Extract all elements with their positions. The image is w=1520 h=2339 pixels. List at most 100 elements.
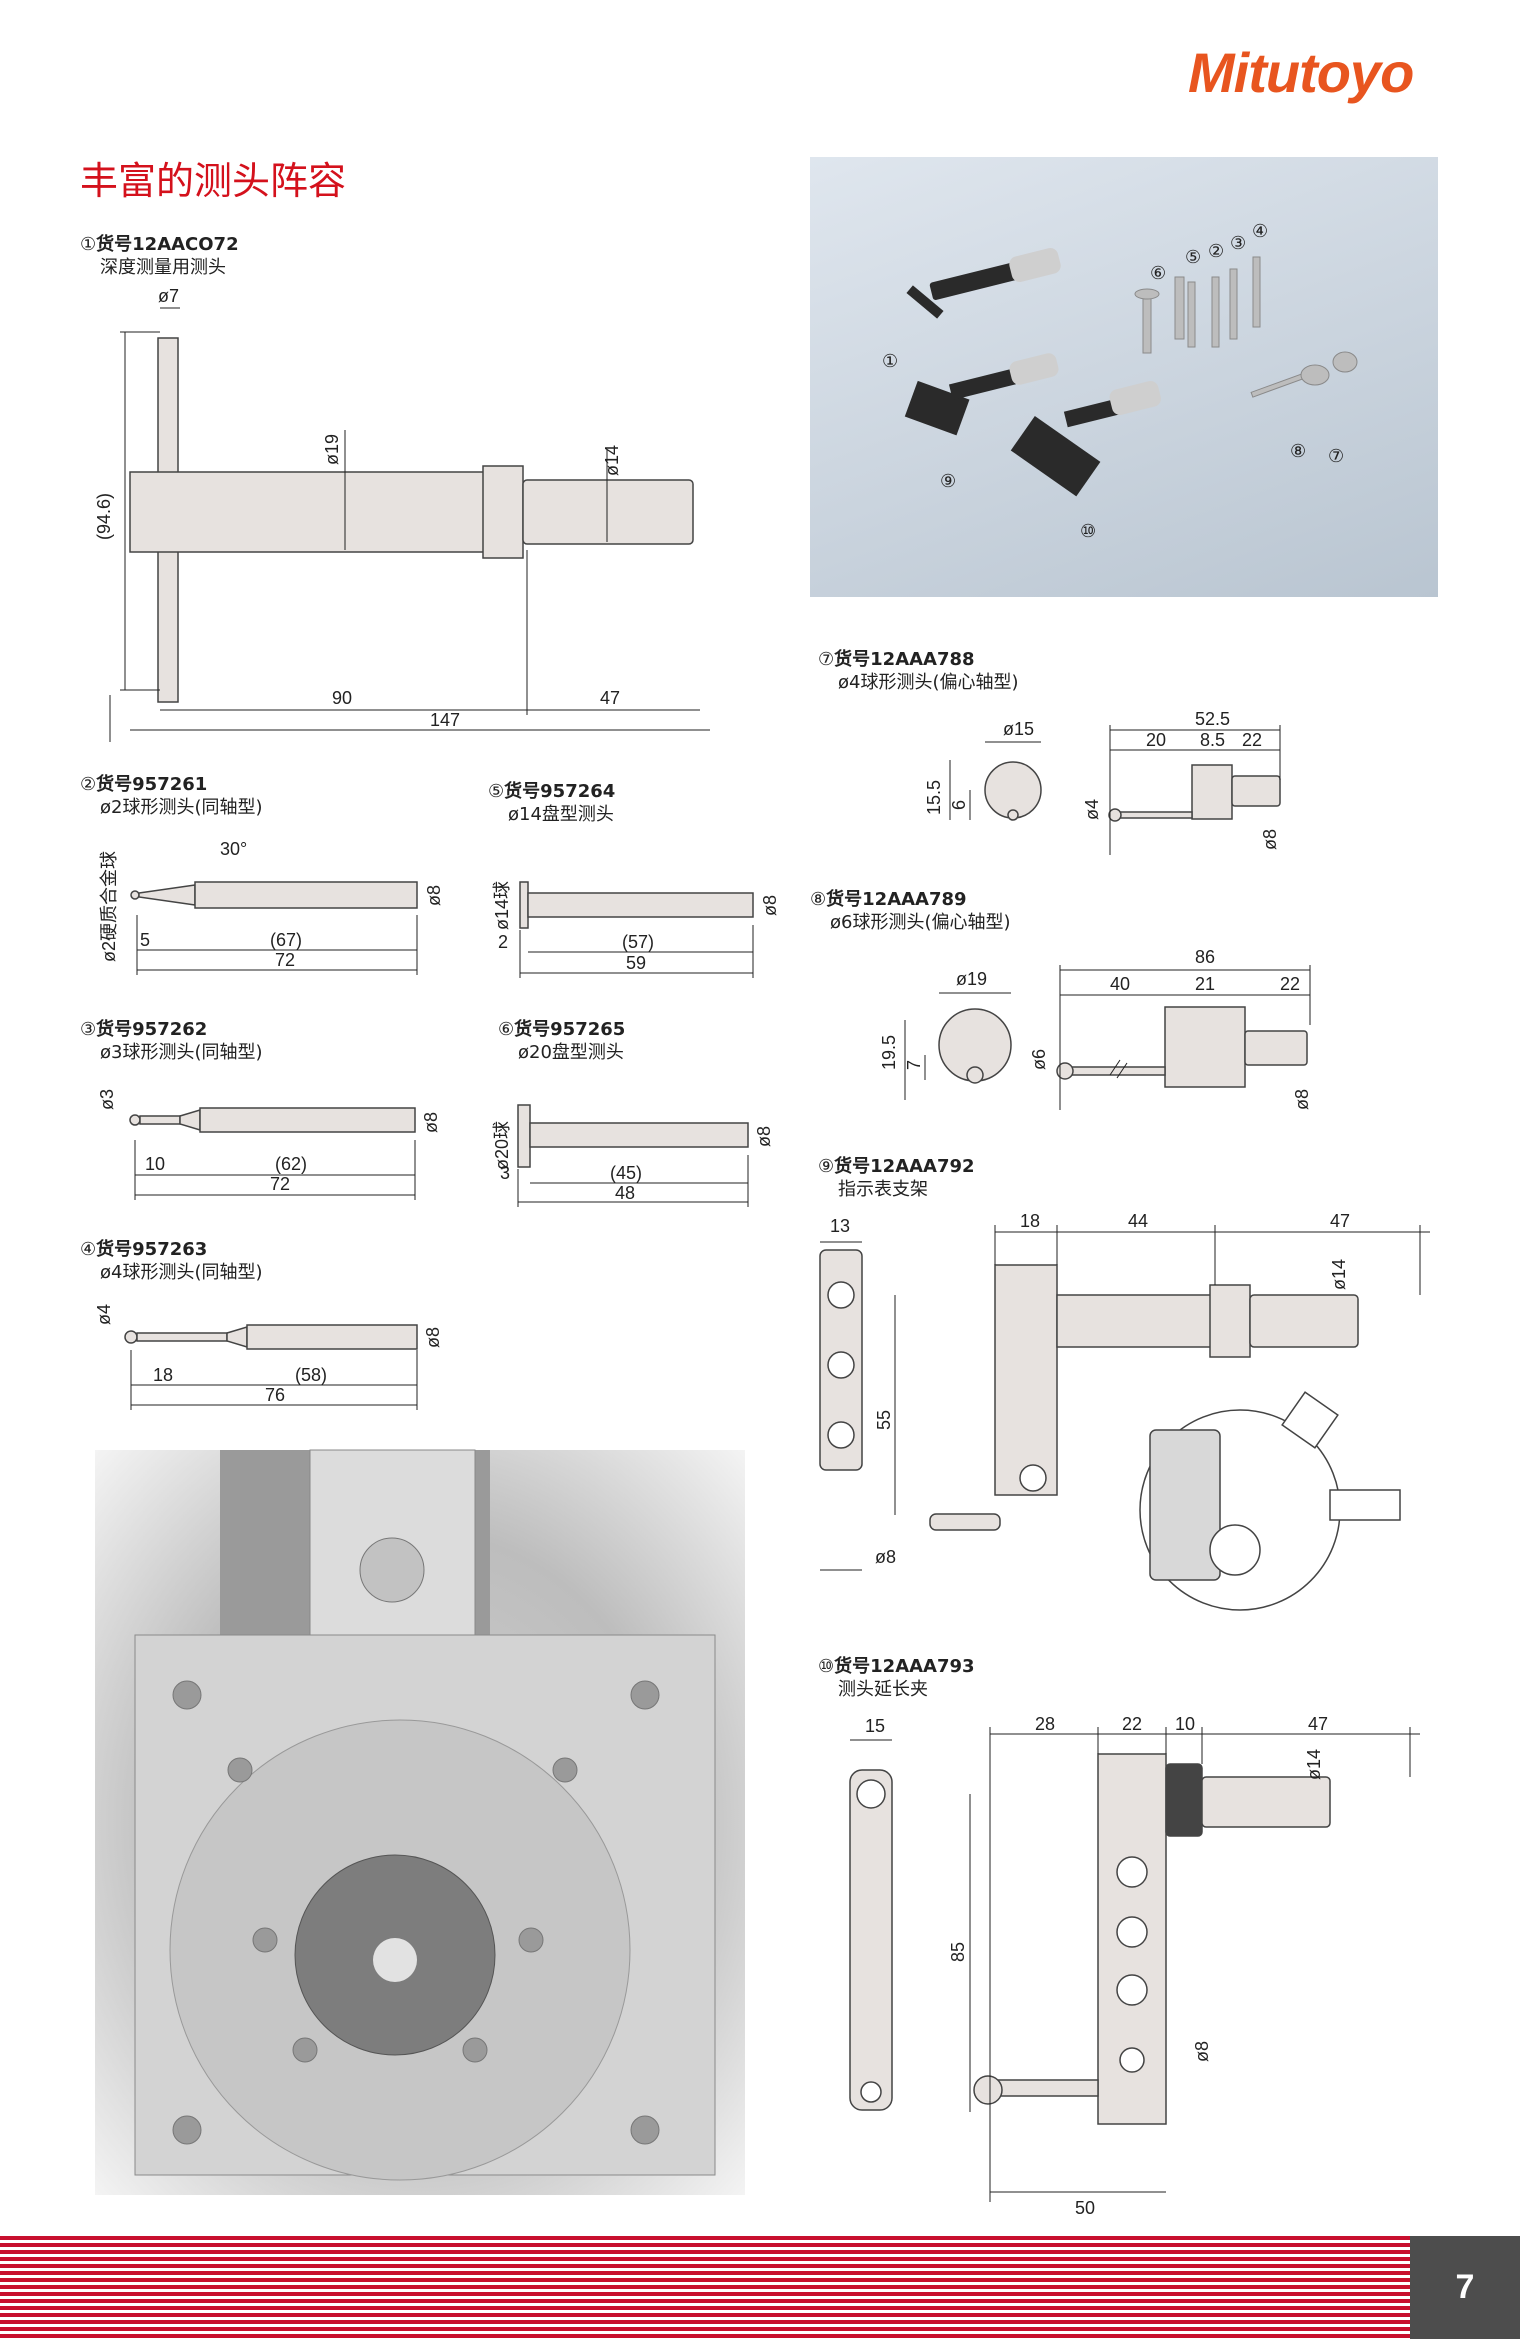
item-1-num: ① (80, 234, 97, 255)
dim-4-3: (58) (295, 1365, 327, 1385)
dim-10-4: 47 (1308, 1714, 1328, 1734)
item-2-drawing: 30° ø2硬质合金球 ø8 5 (67) 72 (99, 839, 444, 975)
dim-1-1: ø19 (322, 434, 342, 465)
dim-7-4: 52.5 (1195, 709, 1230, 729)
item-4-drawing: ø4 ø8 18 (58) 76 (94, 1304, 443, 1410)
item-2-num: ② (80, 774, 97, 795)
dim-5-3: (57) (622, 932, 654, 952)
item-7-code: 货号12AAA788 (834, 649, 975, 670)
item-4-caption: ④货号957263 ø4球形测头(同轴型) (80, 1238, 263, 1284)
dim-6-3: (45) (610, 1163, 642, 1183)
brand-logo: Mitutoyo (1188, 41, 1414, 104)
item-10-caption: ⑩货号12AAA793 测头延长夹 (818, 1655, 975, 1701)
item-9-num: ⑨ (818, 1156, 835, 1177)
photo-label-9: ⑨ (940, 471, 956, 491)
dim-10-3: 10 (1175, 1714, 1195, 1734)
page-number: 7 (1410, 2236, 1520, 2339)
item-3-caption: ③货号957262 ø3球形测头(同轴型) (80, 1018, 263, 1064)
dim-7-1: 15.5 (924, 780, 944, 815)
dim-7-7: 22 (1242, 730, 1262, 750)
dim-3-1: ø8 (421, 1112, 441, 1133)
dim-10-7: ø8 (1192, 2041, 1212, 2062)
fixture-illustration (134, 1449, 716, 2181)
dim-9-1: 18 (1020, 1211, 1040, 1231)
dim-4-0: ø4 (94, 1304, 114, 1325)
item-5-drawing: ø14球 ø8 2 (57) 59 (492, 881, 780, 978)
product-photo: ① ⑤ ② ③ ④ ⑥ ⑧ ⑦ ⑨ ⑩ (810, 157, 1438, 597)
dim-8-1: 19.5 (879, 1035, 899, 1070)
dim-8-8: ø8 (1292, 1089, 1312, 1110)
dim-8-0: ø19 (956, 969, 987, 989)
photo-label-1: ① (882, 351, 898, 371)
dim-9-2: 44 (1128, 1211, 1148, 1231)
dim-2-4: (67) (270, 930, 302, 950)
item-8-caption: ⑧货号12AAA789 ø6球形测头(偏心轴型) (810, 888, 1011, 934)
photo-label-6: ⑥ (1150, 263, 1166, 283)
item-1-code: 货号12AACO72 (96, 234, 239, 255)
dim-7-5: 20 (1146, 730, 1166, 750)
dim-8-6: 21 (1195, 974, 1215, 994)
item-6-caption: ⑥货号957265 ø20盘型测头 (498, 1018, 625, 1064)
item-2-code: 货号957261 (96, 774, 208, 795)
dim-1-6: 147 (430, 710, 460, 730)
item-9-caption: ⑨货号12AAA792 指示表支架 (818, 1155, 975, 1201)
item-7-drawing: ø15 15.5 6 ø4 52.5 20 8.5 22 ø8 (924, 709, 1281, 855)
dim-4-1: ø8 (423, 1327, 443, 1348)
dim-6-2: 3 (500, 1163, 510, 1183)
dim-7-8: ø8 (1260, 829, 1280, 850)
dim-2-1: ø2硬质合金球 (99, 851, 119, 962)
dim-8-5: 40 (1110, 974, 1130, 994)
dim-9-5: 55 (874, 1410, 894, 1430)
photo-label-8: ⑧ (1290, 441, 1306, 461)
item-7-desc: ø4球形测头(偏心轴型) (838, 672, 1019, 693)
dim-1-4: 90 (332, 688, 352, 708)
item-4-num: ④ (80, 1239, 97, 1260)
dim-10-5: ø14 (1304, 1749, 1324, 1780)
dim-6-0: ø20球 (492, 1121, 512, 1170)
dim-3-4: 72 (270, 1174, 290, 1194)
dim-6-4: 48 (615, 1183, 635, 1203)
dim-2-3: 5 (140, 930, 150, 950)
item-6-drawing: ø20球 ø8 3 (45) 48 (492, 1104, 774, 1207)
item-6-desc: ø20盘型测头 (518, 1042, 624, 1063)
dim-9-6: ø8 (875, 1547, 896, 1567)
probe-set-illustration: ① ⑤ ② ③ ④ ⑥ ⑧ ⑦ ⑨ ⑩ (882, 221, 1358, 541)
dim-9-4: ø14 (1329, 1259, 1349, 1290)
dim-8-7: 22 (1280, 974, 1300, 994)
dim-1-2: ø14 (602, 445, 622, 476)
item-9-desc: 指示表支架 (838, 1179, 928, 1200)
item-10-code: 货号12AAA793 (834, 1656, 975, 1677)
dim-10-6: 85 (948, 1942, 968, 1962)
dim-10-8: 50 (1075, 2198, 1095, 2218)
dim-7-6: 8.5 (1200, 730, 1225, 750)
item-7-caption: ⑦货号12AAA788 ø4球形测头(偏心轴型) (818, 648, 1019, 694)
dim-1-5: 47 (600, 688, 620, 708)
dim-9-0: 13 (830, 1216, 850, 1236)
item-10-desc: 测头延长夹 (838, 1679, 928, 1700)
dim-7-0: ø15 (1003, 719, 1034, 739)
footer-stripes (0, 2236, 1410, 2339)
item-9-drawing: 13 18 44 47 ø14 55 ø8 (819, 1211, 1430, 1611)
dim-5-0: ø14球 (492, 881, 512, 930)
item-7-num: ⑦ (818, 649, 835, 670)
item-5-num: ⑤ (488, 781, 505, 802)
item-8-desc: ø6球形测头(偏心轴型) (830, 912, 1011, 933)
item-1-desc: 深度测量用测头 (100, 257, 226, 278)
page-title: 丰富的测头阵容 (80, 159, 347, 203)
item-6-code: 货号957265 (514, 1019, 626, 1040)
dim-9-3: 47 (1330, 1211, 1350, 1231)
item-8-drawing: ø19 19.5 7 ø6 86 40 21 22 ø8 (879, 947, 1312, 1110)
dim-8-4: 86 (1195, 947, 1215, 967)
item-8-code: 货号12AAA789 (826, 889, 967, 910)
item-1-caption: ①货号12AACO72 深度测量用测头 (80, 233, 239, 279)
item-4-code: 货号957263 (96, 1239, 208, 1260)
photo-label-2: ② (1208, 241, 1224, 261)
dim-3-0: ø3 (97, 1089, 117, 1110)
item-10-num: ⑩ (818, 1656, 835, 1677)
dim-3-2: 10 (145, 1154, 165, 1174)
item-2-caption: ②货号957261 ø2球形测头(同轴型) (80, 773, 263, 819)
dim-10-2: 22 (1122, 1714, 1142, 1734)
item-4-desc: ø4球形测头(同轴型) (100, 1262, 263, 1283)
dim-2-5: 72 (275, 950, 295, 970)
dim-5-4: 59 (626, 953, 646, 973)
